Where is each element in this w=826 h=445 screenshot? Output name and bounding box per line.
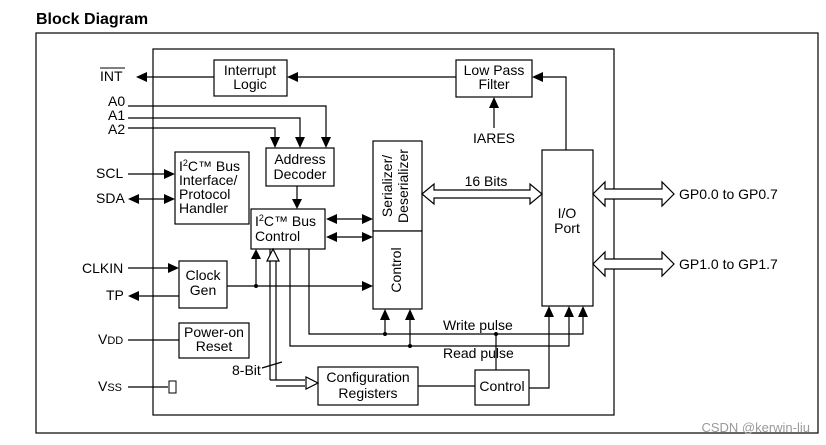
read-pulse-label: Read pulse [443, 345, 514, 361]
serializer-line2: Deserializer [395, 149, 411, 223]
pin-vdd: VDD [98, 331, 123, 347]
serdes-control-block: Control [372, 230, 423, 310]
clock-gen-line1: Clock [185, 267, 221, 283]
clkin-arrow [168, 263, 179, 273]
pin-a2: A2 [108, 121, 125, 137]
int-arrow [136, 72, 147, 82]
i2c-handler-sup: 2 [183, 158, 188, 168]
vss-pad [168, 380, 177, 394]
interrupt-logic-line1: Interrupt [224, 62, 276, 78]
config-registers-line2: Registers [338, 385, 397, 401]
clock-gen-line2: Gen [190, 282, 216, 298]
config-input-hollow-arrow [305, 376, 320, 390]
pin-vdd-main: V [98, 331, 108, 347]
pin-clkin: CLKIN [82, 260, 123, 276]
pin-vss-sub: SS [107, 382, 122, 394]
interrupt-logic-line2: Logic [233, 76, 266, 92]
pin-vss: VSS [98, 378, 122, 394]
i2c-handler-i: I [179, 158, 183, 174]
i2c-handler-line3: Protocol [179, 186, 230, 202]
watermark: CSDN @kerwin-liu [701, 420, 810, 435]
serdes-control-label: Control [388, 247, 404, 292]
pin-int: INT [100, 67, 125, 84]
bus-16-bits [421, 182, 543, 206]
chip-boundary [152, 48, 615, 416]
pin-a1: A1 [108, 107, 125, 123]
pin-sda: SDA [96, 190, 125, 206]
power-on-reset-block: Power-on Reset [178, 322, 250, 359]
bus-gp1 [592, 250, 675, 278]
io-port-line1: I/O [558, 205, 577, 221]
i2c-handler-title: I2C™ Bus [179, 158, 240, 174]
gp1-label: GP1.0 to GP1.7 [679, 256, 778, 272]
serializer-block: Serializer/ Deserializer [372, 140, 423, 232]
pin-scl: SCL [96, 165, 123, 181]
i2c-control-line2: Control [255, 228, 300, 244]
a2-arrow [270, 137, 280, 148]
clock-gen-block: Clock Gen [178, 260, 228, 309]
a1-arrow [295, 137, 305, 148]
bus-16-bits-label: 16 Bits [465, 173, 508, 189]
low-pass-filter-block: Low Pass Filter [455, 59, 533, 98]
config-control-label: Control [479, 378, 524, 394]
filter-to-interrupt-arrow [287, 72, 298, 82]
decoder-to-control-arrow [292, 199, 302, 209]
gp0-label: GP0.0 to GP0.7 [679, 186, 778, 202]
pin-tp: TP [106, 287, 124, 303]
sda-arrow-in [164, 194, 175, 204]
8-bit-label: 8-Bit [232, 362, 261, 378]
low-pass-filter-line1: Low Pass [464, 62, 525, 78]
io-to-filter-arrow [532, 72, 543, 82]
i2c-protocol-handler-block: I2C™ Bus Interface/ Protocol Handler [174, 151, 250, 225]
clock-to-control-arrow [362, 281, 373, 291]
low-pass-filter-line2: Filter [478, 76, 509, 92]
i2c-control-i: I [255, 213, 259, 229]
write-pulse-label: Write pulse [443, 317, 513, 333]
outer-frame [35, 32, 819, 434]
a0-arrow [321, 137, 331, 148]
i2c-control-title: I2C™ Bus [255, 213, 316, 229]
bus-gp0 [592, 180, 675, 208]
power-on-reset-line1: Power-on [184, 324, 244, 340]
i2c-handler-line4: Handler [179, 200, 228, 216]
clock-to-i2c-arrow [251, 249, 261, 259]
configuration-registers-block: Configuration Registers [317, 366, 419, 406]
serializer-line1: Serializer/ [379, 155, 395, 217]
iares-label: IARES [473, 130, 515, 146]
pin-vdd-sub: DD [107, 335, 123, 347]
pin-a0: A0 [108, 93, 125, 109]
signal-lines [128, 72, 675, 394]
i2c-bus-control-block: I2C™ Bus Control [250, 208, 326, 250]
diagram-title: Block Diagram [36, 11, 148, 28]
power-on-reset-line2: Reset [196, 338, 233, 354]
pin-int-label: INT [100, 68, 123, 84]
tp-arrow [128, 291, 139, 301]
i2c-control-rest: C™ Bus [264, 213, 316, 229]
i2c-handler-rest: C™ Bus [188, 158, 240, 174]
address-decoder-block: Address Decoder [265, 147, 335, 187]
interrupt-logic-block: Interrupt Logic [213, 59, 288, 97]
address-decoder-line2: Decoder [274, 166, 327, 182]
io-port-block: I/O Port [541, 149, 594, 307]
scl-arrow [164, 169, 175, 179]
config-registers-line1: Configuration [326, 369, 409, 385]
i2c-handler-line2: Interface/ [179, 172, 237, 188]
i2c-control-sup: 2 [259, 213, 264, 223]
sda-arrow-out [128, 194, 139, 204]
config-control-block: Control [474, 369, 530, 406]
io-port-line2: Port [554, 220, 580, 236]
address-decoder-line1: Address [274, 151, 325, 167]
iares-arrow [489, 97, 499, 108]
pin-vss-main: V [98, 378, 108, 394]
config-to-i2c-hollow-arrow [266, 247, 280, 262]
